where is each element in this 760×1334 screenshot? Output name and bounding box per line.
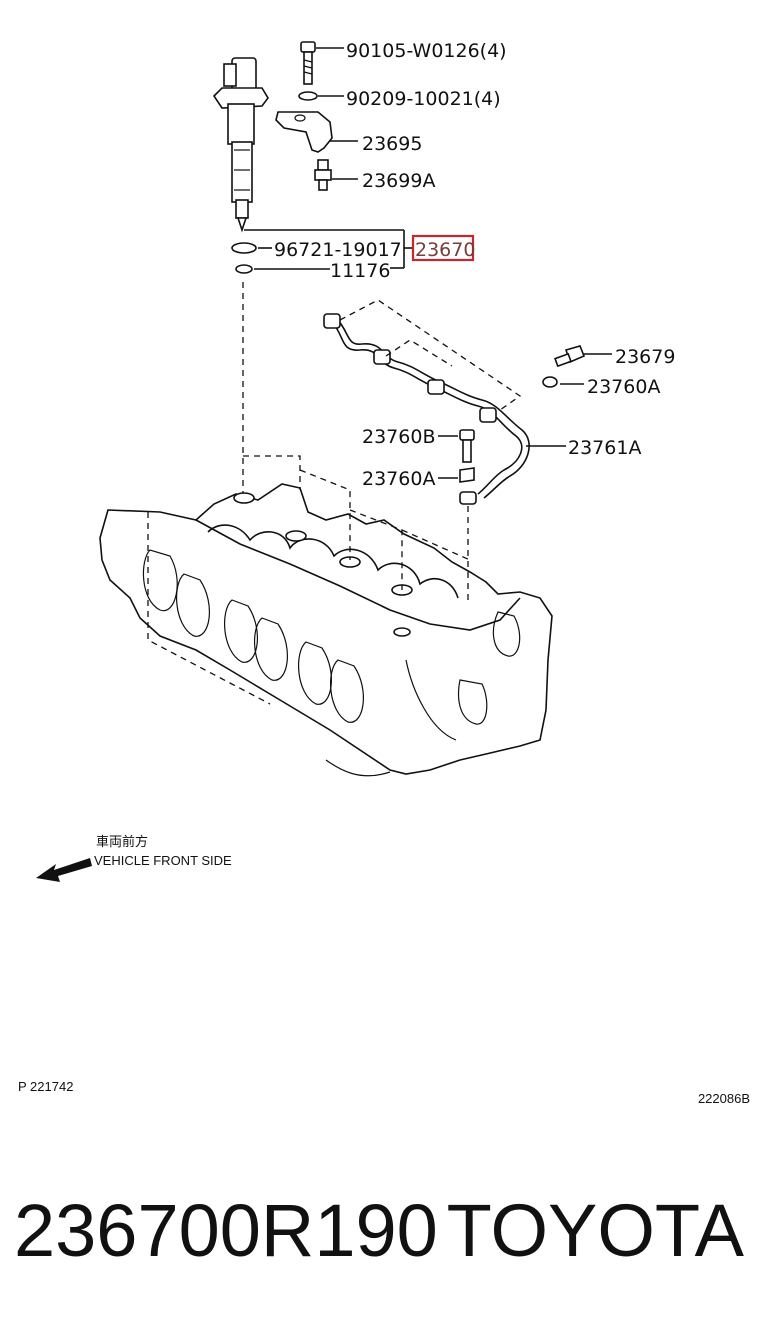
product-brand: TOYOTA [447,1189,745,1272]
washer-drawing [298,91,318,101]
callout-washer[interactable]: 90209-10021(4) [346,88,501,110]
callout-hollow-bolt[interactable]: 23760B [362,426,435,448]
gasket-a-top-drawing [542,376,558,388]
callout-gasket-a-bottom[interactable]: 23760A [362,468,435,490]
callout-seal[interactable]: 11176 [330,260,390,282]
callout-sensor[interactable]: 23699A [362,170,435,192]
union-bolt-drawing [554,345,586,368]
callout-gasket-a-top[interactable]: 23760A [587,376,660,398]
seal-drawing [235,264,253,274]
page-code: P 221742 [18,1079,73,1094]
injector-assy-highlight-box [411,234,475,262]
direction-en-label: VEHICLE FRONT SIDE [94,853,232,868]
injector-drawing [212,57,269,233]
clamp-drawing [275,111,333,153]
callout-gasket[interactable]: 96721-19017 [274,239,402,261]
leak-pipe-drawing [323,313,530,499]
front-arrow-icon [36,858,92,882]
sensor-drawing [314,159,332,191]
bolt-drawing [300,41,316,85]
callout-injector-assy[interactable]: 23670 [415,239,475,261]
gasket-drawing [231,242,257,254]
drawing-code: 222086B [698,1091,750,1106]
callout-union-bolt[interactable]: 23679 [615,346,675,368]
callout-clamp[interactable]: 23695 [362,133,422,155]
direction-jp-label: 車両前方 [96,834,148,849]
hollow-bolt-drawing [459,429,475,463]
callout-leak-pipe[interactable]: 23761A [568,437,641,459]
product-part-number: 236700R190 [14,1189,438,1272]
cylinder-head-drawing [99,455,553,777]
callout-bolt[interactable]: 90105-W0126(4) [346,40,507,62]
gasket-a-bottom-drawing [459,467,475,483]
